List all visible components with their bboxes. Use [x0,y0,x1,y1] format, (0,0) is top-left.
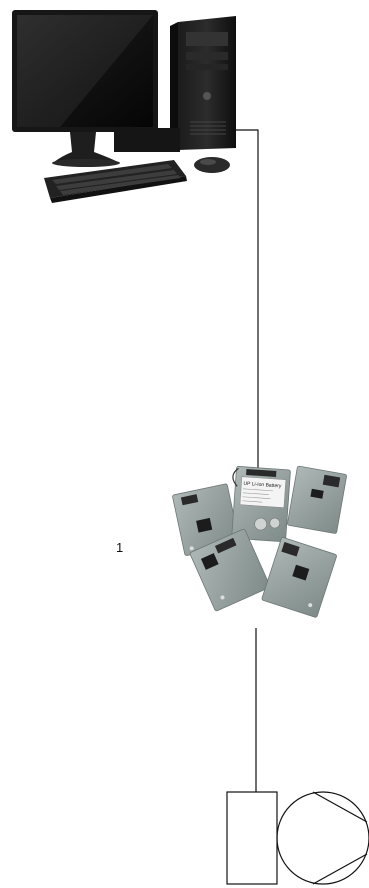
keyboard [44,160,187,203]
motor-box [227,792,277,884]
pump-symbol [227,792,369,884]
computer-to-controller-line [236,130,258,470]
callout-label: 1 [116,540,123,555]
desktop-computer [12,10,236,203]
connection-lines [236,130,258,792]
controller-board [287,466,347,534]
mouse [194,157,230,173]
pump-circle [277,792,369,884]
controller-board [261,537,337,618]
controller-board-assembly: UP Li-Ion Battery [172,466,347,618]
controller-board: UP Li-Ion Battery [229,466,291,542]
